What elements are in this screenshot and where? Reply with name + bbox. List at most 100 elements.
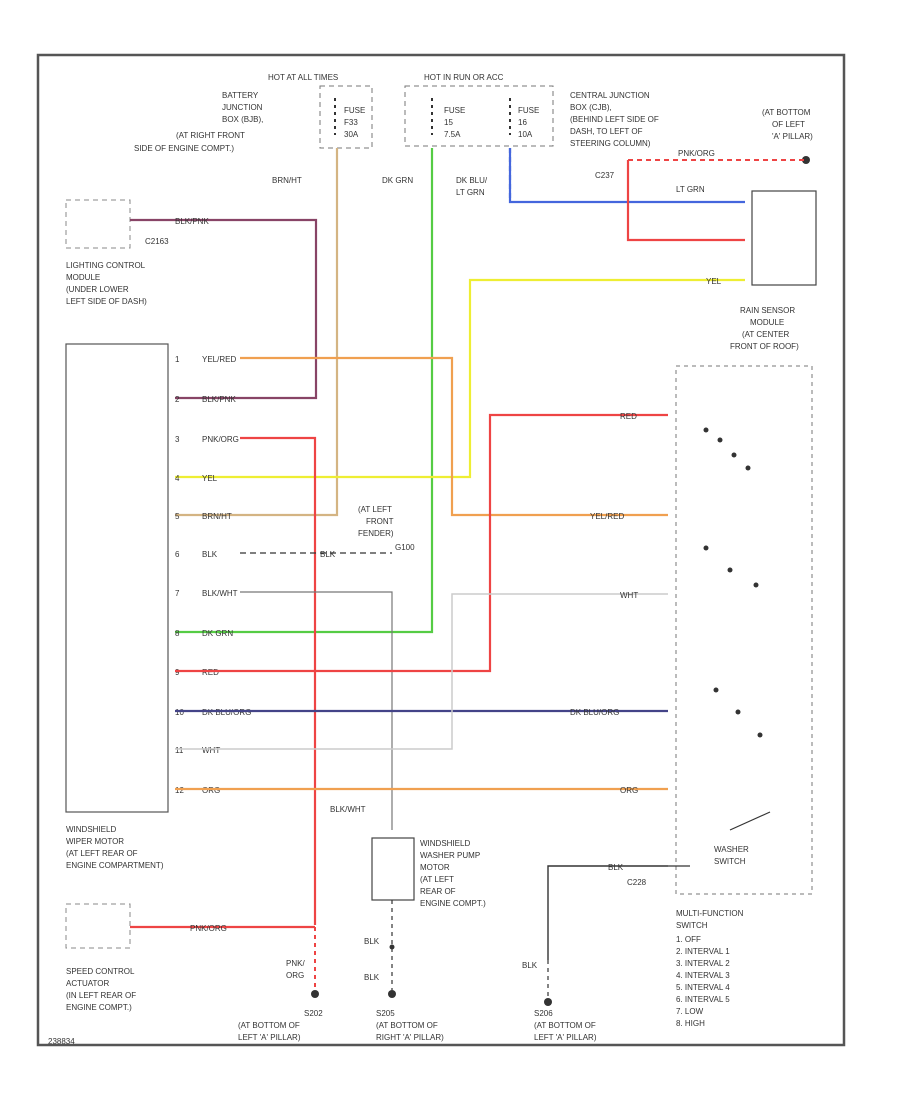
svg-text:YEL: YEL [202, 474, 218, 483]
svg-text:S205: S205 [376, 1009, 395, 1018]
svg-text:6. INTERVAL 5: 6. INTERVAL 5 [676, 995, 730, 1004]
svg-text:8: 8 [175, 629, 180, 638]
svg-text:BLK: BLK [522, 961, 538, 970]
svg-text:CENTRAL JUNCTION: CENTRAL JUNCTION [570, 91, 650, 100]
ground-g100: (AT LEFT FRONT FENDER) G100 [358, 505, 415, 552]
svg-text:(BEHIND LEFT SIDE OF: (BEHIND LEFT SIDE OF [570, 115, 659, 124]
svg-text:S206: S206 [534, 1009, 553, 1018]
svg-text:OF LEFT: OF LEFT [772, 120, 805, 129]
svg-text:BRN/HT: BRN/HT [202, 512, 232, 521]
wire-wht [175, 593, 668, 750]
svg-text:DK BLU/ORG: DK BLU/ORG [202, 708, 251, 717]
wiper-motor: WINDSHIELD WIPER MOTOR (AT LEFT REAR OF … [65, 343, 169, 870]
svg-text:BLK: BLK [320, 550, 336, 559]
svg-text:BATTERY: BATTERY [222, 91, 259, 100]
svg-text:REAR OF: REAR OF [420, 887, 456, 896]
svg-text:WHT: WHT [202, 746, 220, 755]
svg-text:PNK/: PNK/ [286, 959, 305, 968]
svg-text:RED: RED [202, 668, 219, 677]
svg-text:(AT BOTTOM OF: (AT BOTTOM OF [238, 1021, 300, 1030]
wire-blk-wht [240, 591, 393, 830]
svg-text:LEFT SIDE OF DASH): LEFT SIDE OF DASH) [66, 297, 147, 306]
wire-yel-red [240, 356, 668, 517]
svg-text:LIGHTING CONTROL: LIGHTING CONTROL [66, 261, 146, 270]
svg-text:WINDSHIELD: WINDSHIELD [420, 839, 470, 848]
svg-text:(AT LEFT: (AT LEFT [358, 505, 392, 514]
svg-text:WINDSHIELD: WINDSHIELD [66, 825, 116, 834]
svg-text:YEL: YEL [706, 277, 722, 286]
pin-row-11: 11 WHT [175, 746, 220, 755]
svg-text:BOX (CJB),: BOX (CJB), [570, 103, 612, 112]
svg-text:ORG: ORG [202, 786, 220, 795]
svg-text:8. HIGH: 8. HIGH [676, 1019, 705, 1028]
svg-text:PNK/ORG: PNK/ORG [190, 924, 227, 933]
figure-id: 238834 [48, 1037, 75, 1046]
svg-text:FENDER): FENDER) [358, 529, 394, 538]
washer-pump-motor: WINDSHIELD WASHER PUMP MOTOR (AT LEFT RE… [371, 837, 486, 908]
svg-text:WASHER PUMP: WASHER PUMP [420, 851, 480, 860]
svg-text:YEL/RED: YEL/RED [590, 512, 624, 521]
svg-text:BLK: BLK [608, 863, 624, 872]
svg-text:(AT LEFT REAR OF: (AT LEFT REAR OF [66, 849, 138, 858]
svg-text:BLK/PNK: BLK/PNK [202, 395, 236, 404]
svg-text:(AT RIGHT FRONT: (AT RIGHT FRONT [176, 131, 245, 140]
wire-blk-pnk [130, 218, 318, 400]
svg-text:(AT BOTTOM: (AT BOTTOM [762, 108, 811, 117]
svg-text:1. OFF: 1. OFF [676, 935, 701, 944]
svg-text:5. INTERVAL 4: 5. INTERVAL 4 [676, 983, 730, 992]
svg-text:G100: G100 [395, 543, 415, 552]
svg-text:C237: C237 [595, 171, 615, 180]
svg-text:BLK/PNK: BLK/PNK [175, 217, 209, 226]
svg-text:(IN LEFT REAR OF: (IN LEFT REAR OF [66, 991, 136, 1000]
rain-sensor-module: RAIN SENSOR MODULE (AT CENTER FRONT OF R… [730, 190, 817, 351]
svg-text:ENGINE COMPARTMENT): ENGINE COMPARTMENT) [66, 861, 164, 870]
svg-text:F33: F33 [344, 118, 358, 127]
bjb-title: HOT AT ALL TIMES [268, 73, 338, 82]
switch-legend: MULTI-FUNCTION SWITCH 1. OFF 2. INTERVAL… [676, 909, 744, 1028]
svg-text:11: 11 [175, 746, 184, 755]
svg-text:BOX (BJB),: BOX (BJB), [222, 115, 263, 124]
central-junction-box: HOT IN RUN OR ACC FUSE 15 7.5A FUSE 16 1… [404, 73, 659, 148]
lighting-control-module: C2163 LIGHTING CONTROL MODULE (UNDER LOW… [65, 199, 169, 306]
cjb-title: HOT IN RUN OR ACC [424, 73, 504, 82]
svg-text:BRN/HT: BRN/HT [272, 176, 302, 185]
pin-row-9: 9 RED [175, 668, 219, 677]
svg-text:SIDE OF ENGINE COMPT.): SIDE OF ENGINE COMPT.) [134, 144, 234, 153]
svg-text:PNK/ORG: PNK/ORG [202, 435, 239, 444]
svg-text:MULTI-FUNCTION: MULTI-FUNCTION [676, 909, 744, 918]
svg-text:2: 2 [175, 395, 180, 404]
svg-text:(AT LEFT: (AT LEFT [420, 875, 454, 884]
battery-junction-box: HOT AT ALL TIMES BATTERY JUNCTION BOX (B… [134, 73, 373, 153]
svg-text:DK BLU/ORG: DK BLU/ORG [570, 708, 619, 717]
fuse-16: FUSE [518, 106, 539, 115]
svg-text:ACTUATOR: ACTUATOR [66, 979, 109, 988]
svg-text:DASH, TO LEFT OF: DASH, TO LEFT OF [570, 127, 643, 136]
fuse-f33: FUSE [344, 106, 365, 115]
wire-blk-s206 [547, 865, 668, 960]
svg-text:RAIN SENSOR: RAIN SENSOR [740, 306, 795, 315]
svg-text:1: 1 [175, 355, 180, 364]
svg-text:7. LOW: 7. LOW [676, 1007, 704, 1016]
pin-row-2: 2 BLK/PNK [175, 395, 236, 404]
svg-text:5: 5 [175, 512, 180, 521]
svg-text:PNK/ORG: PNK/ORG [678, 149, 715, 158]
svg-text:FRONT OF ROOF): FRONT OF ROOF) [730, 342, 799, 351]
svg-text:2. INTERVAL 1: 2. INTERVAL 1 [676, 947, 730, 956]
svg-text:LEFT 'A' PILLAR): LEFT 'A' PILLAR) [238, 1033, 301, 1042]
pin-row-5: 5 BRN/HT [175, 512, 232, 521]
splice-s205: S205 (AT BOTTOM OF RIGHT 'A' PILLAR) [376, 1009, 444, 1042]
svg-text:S202: S202 [304, 1009, 323, 1018]
svg-text:DK BLU/: DK BLU/ [456, 176, 488, 185]
svg-text:MOTOR: MOTOR [420, 863, 450, 872]
svg-text:LT GRN: LT GRN [676, 185, 705, 194]
svg-text:BLK/WHT: BLK/WHT [202, 589, 238, 598]
splice-s202: S202 (AT BOTTOM OF LEFT 'A' PILLAR) [238, 1009, 323, 1042]
svg-text:C2163: C2163 [145, 237, 169, 246]
svg-text:9: 9 [175, 668, 180, 677]
svg-text:BLK: BLK [364, 937, 380, 946]
svg-text:LEFT 'A' PILLAR): LEFT 'A' PILLAR) [534, 1033, 597, 1042]
